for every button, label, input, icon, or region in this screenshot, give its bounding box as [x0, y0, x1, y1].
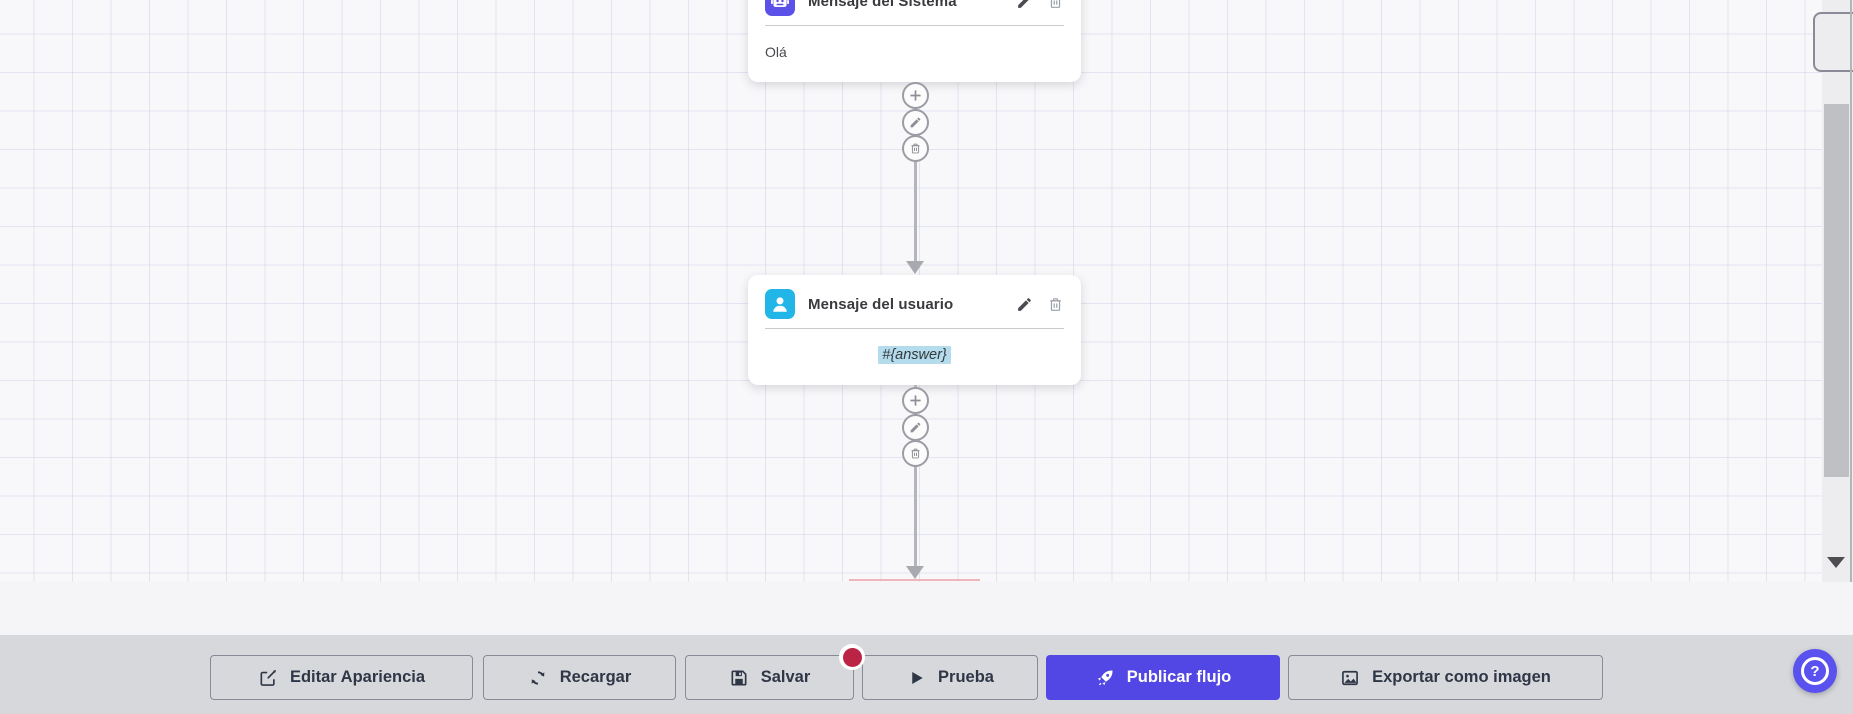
question-mark-icon: ?: [1801, 657, 1829, 685]
delete-node-icon[interactable]: [1046, 0, 1064, 10]
offscreen-node-edge: [849, 579, 980, 581]
add-node-button[interactable]: [902, 82, 929, 109]
button-label: Publicar flujo: [1126, 668, 1232, 686]
robot-icon: [765, 0, 795, 16]
plus-icon: [910, 395, 921, 406]
edit-square-icon: [260, 669, 276, 686]
lower-strip: [0, 582, 1853, 635]
delete-connector-button[interactable]: [902, 135, 929, 162]
vertical-scrollbar-thumb[interactable]: [1824, 104, 1849, 477]
divider: [765, 328, 1064, 329]
test-button[interactable]: Prueba: [862, 655, 1038, 700]
flow-edge: [914, 385, 917, 568]
help-button[interactable]: ?: [1793, 649, 1837, 693]
trash-icon: [911, 143, 920, 154]
pencil-icon: [910, 117, 921, 128]
node-header: Mensaje del Sistema: [765, 0, 1064, 16]
edit-appearance-button[interactable]: Editar Apariencia: [210, 655, 473, 700]
image-icon: [1342, 670, 1359, 685]
edit-connector-button[interactable]: [902, 109, 929, 136]
play-icon: [912, 671, 923, 684]
reload-button[interactable]: Recargar: [483, 655, 676, 700]
button-label: Prueba: [938, 668, 994, 686]
bottom-toolbar: Editar Apariencia Recargar Salvar Prueba: [0, 635, 1853, 714]
node-system-message[interactable]: Mensaje del Sistema Olá: [748, 0, 1081, 82]
pencil-icon: [910, 422, 921, 433]
unsaved-changes-badge: [839, 644, 865, 670]
arrow-down-icon: [906, 566, 924, 579]
publish-flow-button[interactable]: Publicar flujo: [1046, 655, 1280, 700]
user-icon: [765, 289, 795, 319]
button-label: Editar Apariencia: [289, 668, 426, 686]
edge-panel[interactable]: [1813, 12, 1853, 72]
divider: [765, 25, 1064, 26]
button-label: Recargar: [559, 668, 632, 686]
delete-connector-button[interactable]: [902, 440, 929, 467]
arrow-down-icon: [906, 261, 924, 274]
node-body[interactable]: Olá: [765, 44, 787, 60]
edit-node-icon[interactable]: [1015, 295, 1033, 313]
scroll-down-arrow-icon[interactable]: [1827, 557, 1845, 568]
flow-canvas[interactable]: Mensaje del Sistema Olá: [0, 0, 1853, 582]
trash-icon: [911, 448, 920, 459]
unsaved-dot: [842, 647, 862, 667]
right-edge-divider: [1850, 0, 1852, 714]
edit-connector-button[interactable]: [902, 414, 929, 441]
delete-node-icon[interactable]: [1046, 295, 1064, 313]
add-node-button[interactable]: [902, 387, 929, 414]
variable-chip[interactable]: #{answer}: [878, 346, 951, 364]
node-title: Mensaje del Sistema: [808, 0, 957, 10]
rocket-icon: [1097, 669, 1113, 685]
node-header: Mensaje del usuario: [765, 289, 1064, 319]
save-button[interactable]: Salvar: [685, 655, 854, 700]
plus-icon: [910, 90, 921, 101]
save-icon: [731, 670, 747, 685]
refresh-icon: [531, 670, 545, 685]
flow-edge: [914, 82, 917, 264]
export-image-button[interactable]: Exportar como imagen: [1288, 655, 1603, 700]
node-user-message[interactable]: Mensaje del usuario #{answer}: [748, 275, 1081, 385]
button-label: Exportar como imagen: [1372, 668, 1551, 686]
node-title: Mensaje del usuario: [808, 295, 954, 313]
edit-node-icon[interactable]: [1015, 0, 1033, 10]
button-label: Salvar: [760, 668, 811, 686]
